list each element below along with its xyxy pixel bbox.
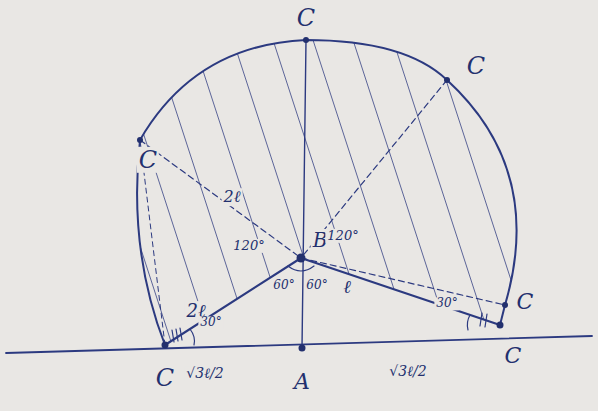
point-label: C (503, 344, 524, 368)
point-label: C (137, 147, 159, 173)
dimension-label: √3ℓ/2 (184, 366, 225, 381)
point-dot (162, 342, 169, 349)
point-dot (299, 345, 306, 352)
angle-label: 60° (271, 279, 296, 292)
angle-arc (288, 266, 314, 271)
tick-mark (176, 329, 178, 341)
tick-mark (480, 313, 482, 326)
angle-label: 30° (434, 297, 459, 310)
angle-label: 60° (304, 279, 329, 292)
hatching (60, 0, 590, 400)
point-label: C (515, 290, 536, 314)
boundary (137, 40, 517, 345)
dashed-line (140, 140, 301, 258)
point-dot (502, 302, 508, 308)
angle-arc (467, 315, 470, 330)
tick-mark (485, 314, 487, 327)
rod (165, 258, 301, 345)
point-dot (444, 77, 450, 83)
dimension-label: √3ℓ/2 (387, 364, 428, 379)
angle-label: 30° (198, 316, 223, 329)
point-label: A (292, 370, 312, 394)
length-label: 2ℓ (222, 188, 243, 206)
tick-mark (180, 328, 182, 340)
point-dot (303, 37, 309, 43)
angle-label: 120° (231, 239, 266, 253)
tick-mark (172, 330, 174, 342)
point-dot (497, 322, 504, 329)
angle-arc (190, 329, 195, 345)
point-label: C (465, 53, 487, 79)
point-dot (297, 254, 306, 263)
angle-label: 120° (325, 229, 360, 243)
dashed-line (301, 258, 505, 305)
length-label: ℓ (341, 277, 353, 297)
vertical-line (302, 40, 306, 348)
dashed-line (301, 80, 447, 258)
point-label: C (154, 365, 176, 391)
point-label: C (295, 5, 317, 31)
point-dot (137, 137, 143, 143)
